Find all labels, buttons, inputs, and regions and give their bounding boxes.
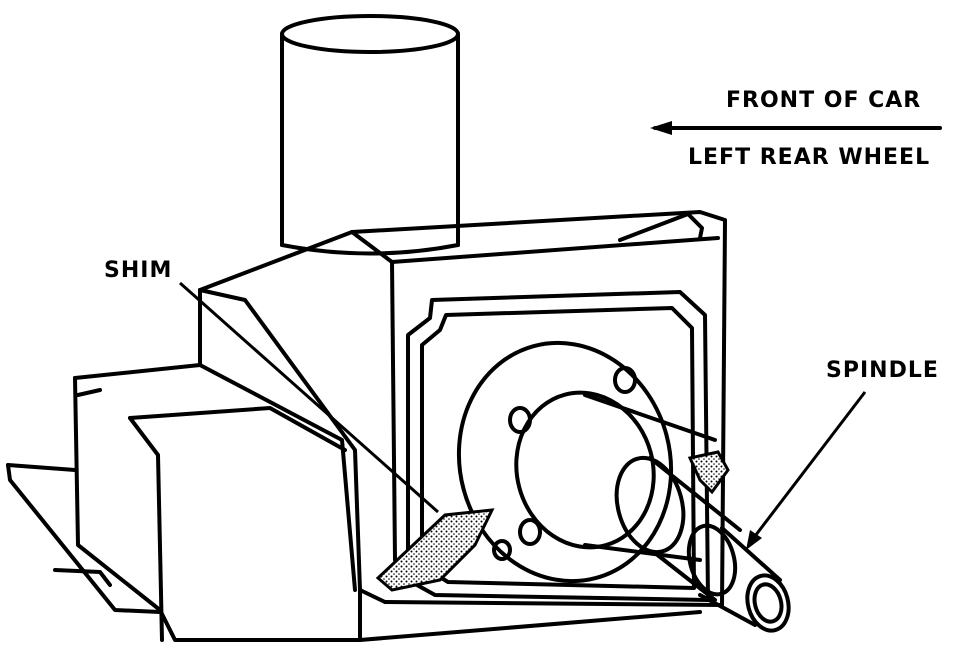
spindle-leader-arrowhead	[746, 530, 762, 550]
spindle-leader-line	[750, 391, 867, 541]
label-spindle: SPINDLE	[826, 358, 939, 383]
label-shim: SHIM	[104, 258, 173, 283]
shim-leader-line	[179, 281, 439, 514]
flange-disc	[456, 340, 674, 584]
shim-stippled-right	[687, 450, 730, 495]
left-bracket	[6, 363, 362, 642]
axle-housing-box	[198, 210, 727, 607]
backing-plate	[406, 290, 710, 602]
spindle-shaft	[514, 390, 791, 633]
label-front-of-car: FRONT OF CAR	[726, 88, 922, 113]
shim-stippled	[375, 508, 495, 592]
front-arrow-head	[650, 121, 672, 135]
vertical-tube	[280, 14, 460, 256]
label-left-rear-wheel: LEFT REAR WHEEL	[688, 145, 931, 170]
